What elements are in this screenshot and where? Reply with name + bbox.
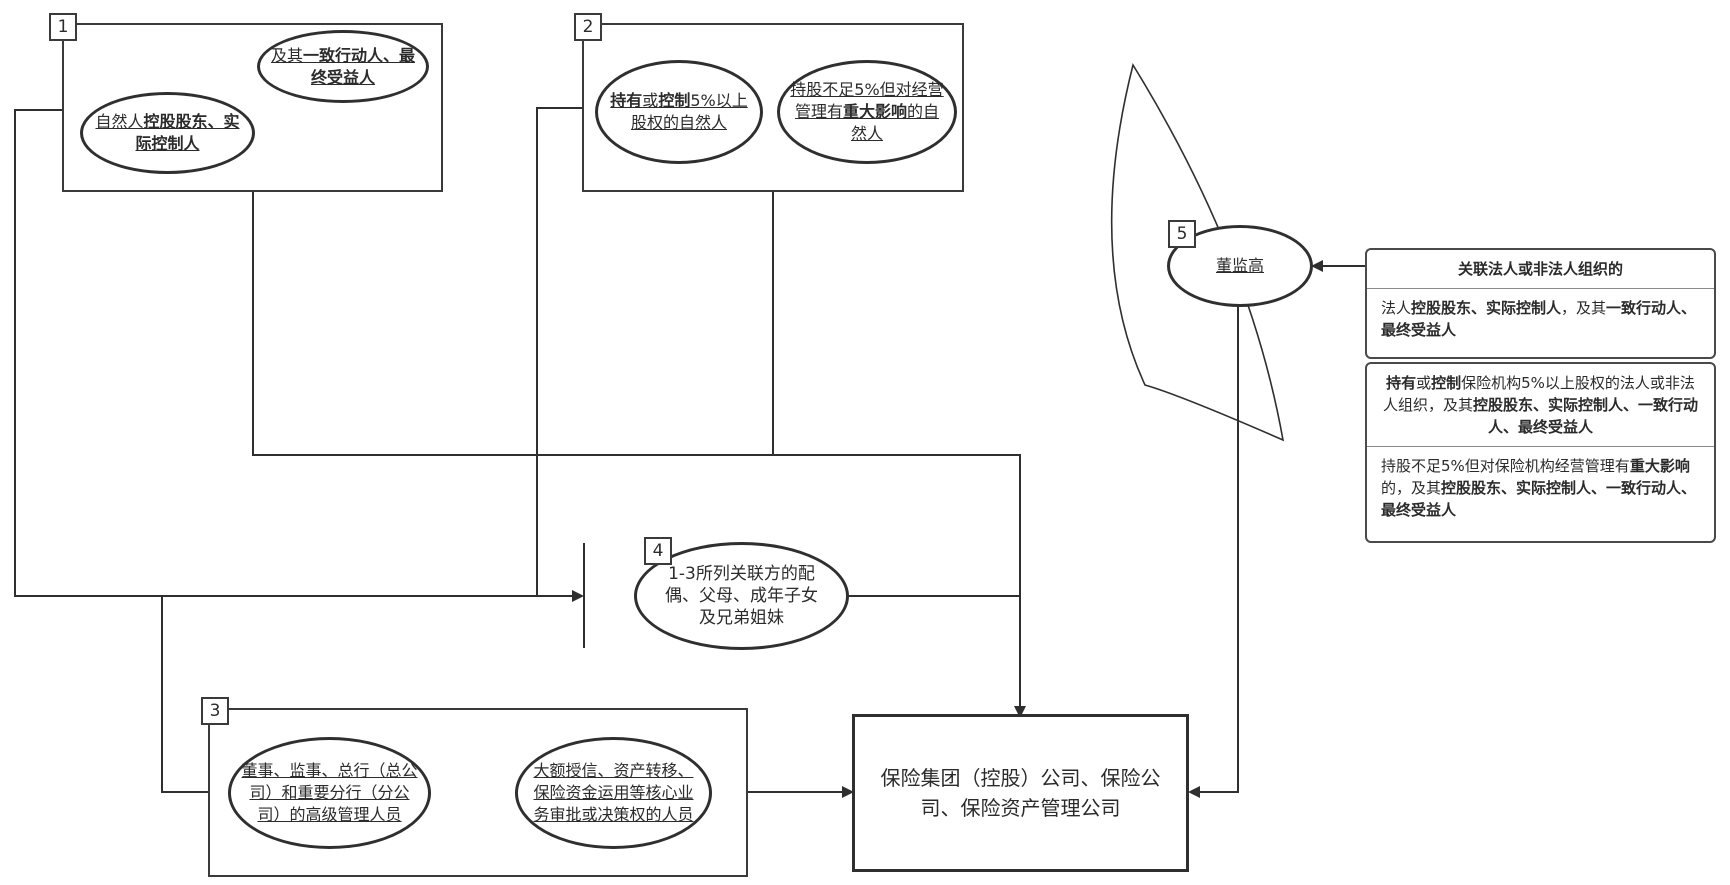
oval-concert-parties: 及其一致行动人、最终受益人 [257,30,429,103]
card-legal-controller: 法人控股股东、实际控制人，及其一致行动人、最终受益人 [1367,288,1714,349]
group-number-4: 4 [644,537,672,565]
wire-box2-left [536,107,582,596]
card-legal-holders: 持有或控制保险机构5%以上股权的法人或非法人组织，及其控股股东、实际控制人、一致… [1365,362,1716,543]
oval-natural-person-controller: 自然人控股股东、实际控制人 [80,92,255,174]
wire-to-box3 [161,596,208,793]
fan-shape [1110,62,1285,442]
card-related-legal-entities: 关联法人或非法人组织的 法人控股股东、实际控制人，及其一致行动人、最终受益人 [1365,248,1716,359]
oval-5pct-holder: 持有或控制5%以上股权的自然人 [595,60,763,164]
oval-significant-influence: 持股不足5%但对经营管理有重大影响的自然人 [777,60,957,164]
wire-box1-left [14,109,584,602]
oval-key-approvers: 大额授信、资产转移、保险资金运用等核心业务审批或决策权的人员 [515,737,712,849]
wire-node5-target [1188,302,1239,798]
card-significant-legal-holder: 持股不足5%但对保险机构经营管理有重大影响的，及其控股股东、实际控制人、一致行动… [1367,446,1714,529]
group-number-1: 1 [49,13,77,41]
card-header: 关联法人或非法人组织的 [1457,260,1623,278]
wire-box1-bottom [252,192,1026,718]
oval-directors-supervisors-executives: 董监高 [1167,225,1313,307]
target-insurance-companies: 保险集团（控股）公司、保险公司、保险资产管理公司 [852,714,1189,872]
group-number-5: 5 [1168,220,1196,248]
group-number-2: 2 [574,13,602,41]
oval-senior-management: 董事、监事、总行（总公司）和重要分行（分公司）的高级管理人员 [228,737,431,849]
card-5pct-legal-holder: 持有或控制保险机构5%以上股权的法人或非法人组织，及其控股股东、实际控制人、一致… [1382,374,1699,436]
group-number-3: 3 [201,697,229,725]
